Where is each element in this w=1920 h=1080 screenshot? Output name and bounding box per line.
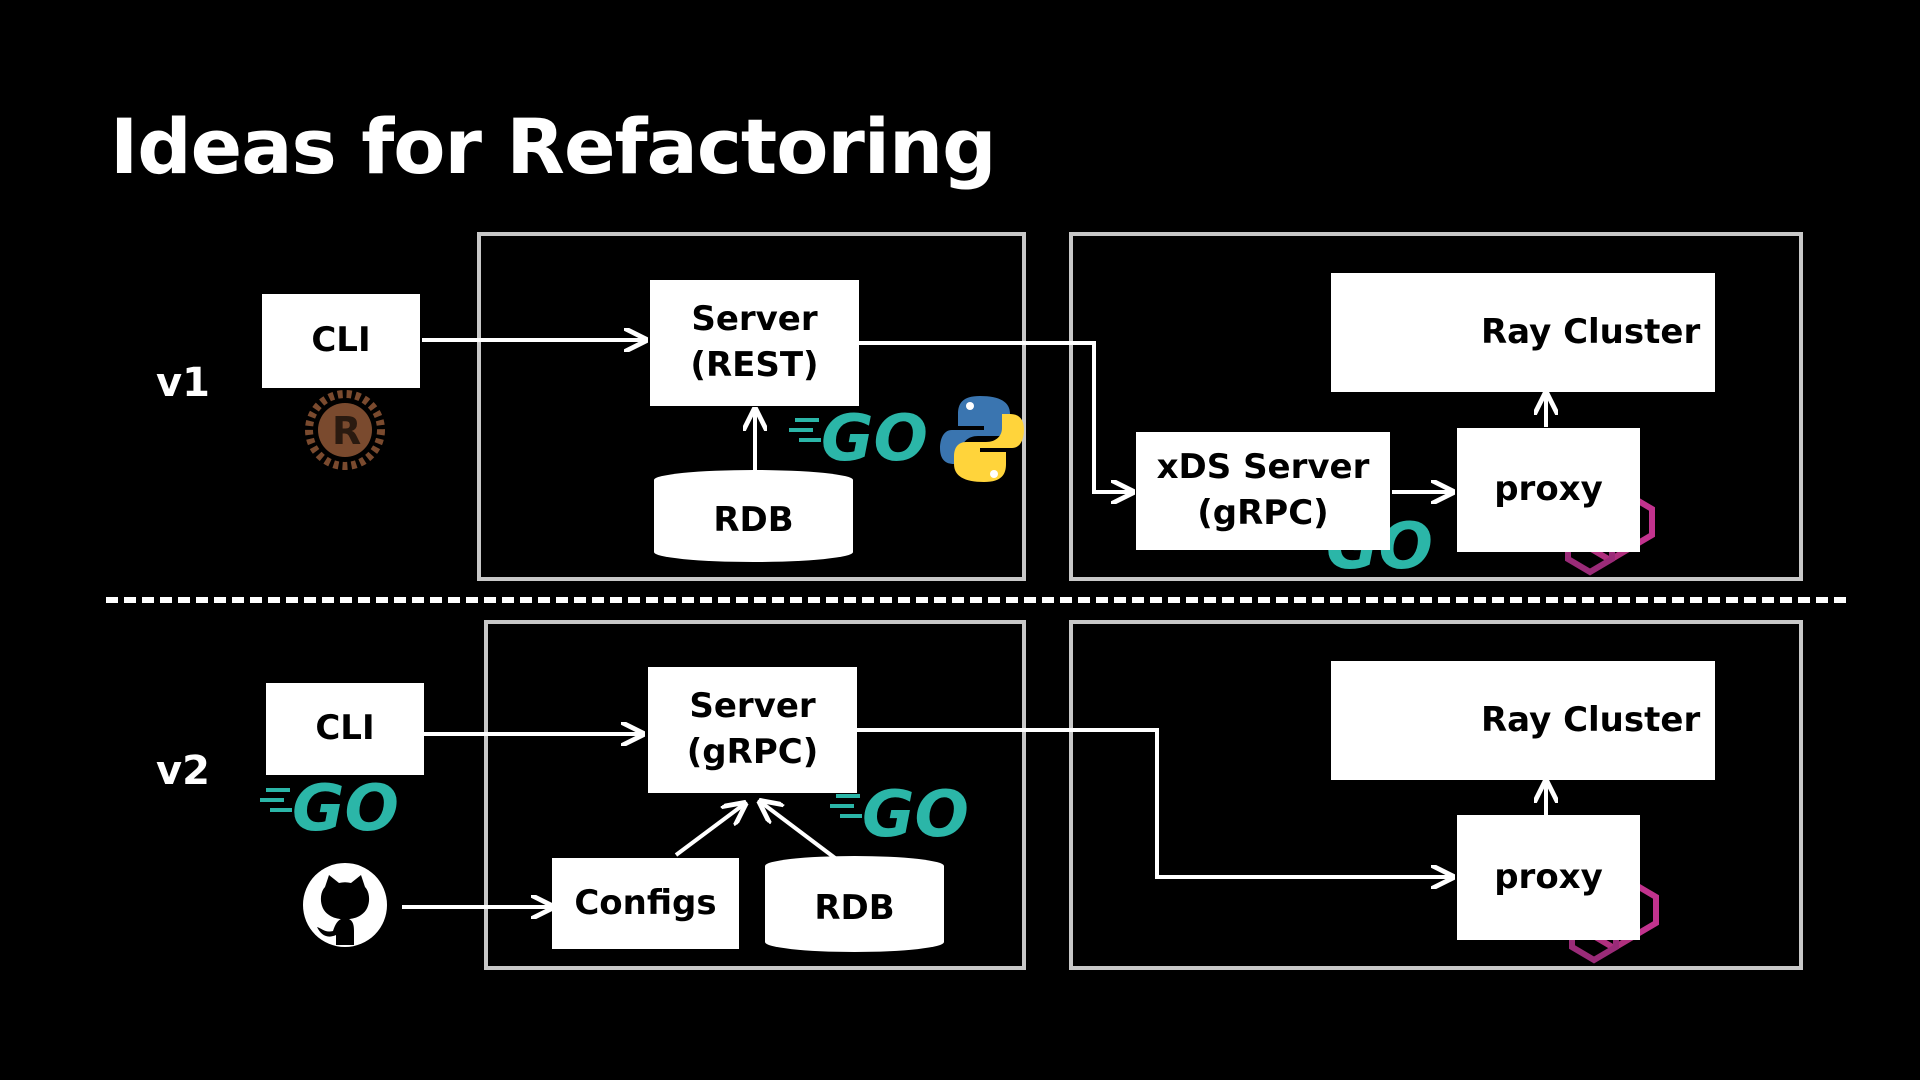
v2-backend-frame (484, 620, 1026, 970)
svg-text:GO: GO (821, 402, 928, 476)
v1-proxy-label: proxy (1494, 469, 1603, 510)
v2-cli-box: CLI (266, 683, 424, 775)
v2-rdb-label: RDB (814, 888, 895, 928)
v1-serving-frame (1069, 232, 1803, 581)
row-label-v1: v1 (156, 360, 210, 406)
v2-configs-label: Configs (574, 882, 717, 923)
arrow-server-to-xds-v1 (859, 341, 1130, 492)
v2-proxy-box: proxy (1457, 815, 1640, 940)
v2-proxy-label: proxy (1494, 856, 1603, 897)
v2-ray-cluster-label: Ray Cluster (1481, 699, 1701, 740)
svg-text:GO: GO (292, 772, 399, 846)
rust-letter: R (332, 409, 361, 453)
version-divider (106, 597, 1846, 603)
python-logo-icon (940, 396, 1024, 482)
v1-ray-cluster-box: Ray Cluster (1331, 273, 1715, 392)
go-logo-icon: GO (830, 778, 969, 852)
v1-xds-server-box: xDS Server (gRPC) (1136, 432, 1390, 550)
v1-xds-protocol: (gRPC) (1197, 493, 1329, 533)
rust-logo-icon: R (305, 390, 385, 470)
v1-cli-label: CLI (311, 320, 371, 361)
svg-text:GO: GO (862, 778, 969, 852)
v1-backend-frame (477, 232, 1026, 581)
v2-ray-cluster-box: Ray Cluster (1331, 661, 1715, 780)
v2-configs-box: Configs (552, 858, 739, 949)
v2-rdb-cylinder (765, 856, 944, 952)
v2-server-box: Server (gRPC) (648, 667, 857, 793)
v2-serving-frame (1069, 620, 1803, 970)
v1-server-protocol: (REST) (690, 345, 819, 385)
arrow-rdb-to-server-v2 (762, 803, 837, 860)
v2-server-title: Server (689, 686, 816, 727)
page-title: Ideas for Refactoring (110, 102, 996, 191)
v1-server-title: Server (691, 299, 818, 340)
v1-server-box: Server (REST) (650, 280, 859, 406)
v2-server-protocol: (gRPC) (686, 732, 819, 772)
go-logo-icon: GO (260, 772, 399, 846)
v1-proxy-box: proxy (1457, 428, 1640, 552)
github-logo-icon (303, 863, 387, 947)
arrow-server-to-proxy-v2 (857, 728, 1450, 877)
arrow-configs-to-server-v2 (674, 805, 743, 857)
v1-cli-box: CLI (262, 294, 420, 388)
v1-rdb-cylinder (654, 470, 853, 562)
go-logo-icon: GO (789, 402, 928, 476)
v1-ray-cluster-label: Ray Cluster (1481, 311, 1701, 352)
v1-xds-title: xDS Server (1156, 447, 1370, 488)
v2-cli-label: CLI (315, 708, 375, 749)
v1-rdb-label: RDB (713, 500, 794, 540)
row-label-v2: v2 (156, 748, 210, 794)
